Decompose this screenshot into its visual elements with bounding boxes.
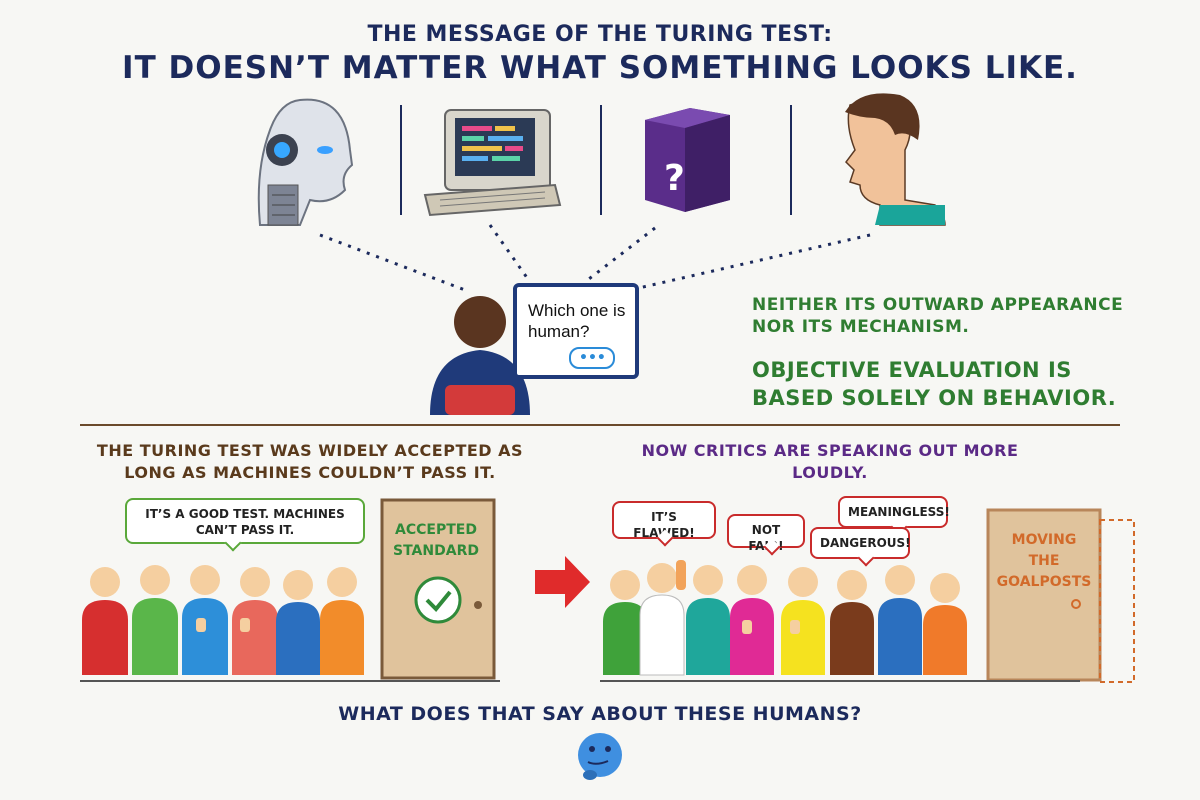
right-panel-caption: NOW CRITICS ARE SPEAKING OUT MORE LOUDLY… — [641, 441, 1019, 482]
robot-icon — [257, 98, 354, 226]
screen-question: Which one is human? — [528, 301, 626, 341]
right-crowd — [603, 560, 967, 676]
dangerous-speech: DANGEROUS! — [810, 527, 911, 559]
ground-line-left — [80, 680, 500, 682]
good-test-speech: IT’S A GOOD TEST. MACHINES CAN’T PASS IT… — [125, 498, 365, 544]
human-face-icon — [845, 93, 946, 226]
accepted-door — [380, 498, 496, 680]
moving-door — [986, 508, 1135, 683]
evaluator-figure — [430, 296, 530, 415]
ground-line-right — [600, 680, 1080, 682]
accepted-standard-label: ACCEPTED STANDARD — [393, 522, 479, 559]
monitor: ••• — [513, 283, 639, 379]
svg-text:•••: ••• — [579, 350, 606, 366]
retro-computer-icon — [423, 109, 562, 217]
title-line-1: THE MESSAGE OF THE TURING TEST: — [367, 22, 833, 47]
appearance-note: NEITHER ITS OUTWARD APPEARANCE NOR ITS M… — [752, 295, 1124, 337]
svg-text:?: ? — [664, 158, 685, 199]
behavior-note: OBJECTIVE EVALUATION IS BASED SOLELY ON … — [752, 358, 1117, 410]
moving-goalposts-label: MOVING THE GOALPOSTS — [996, 532, 1092, 590]
title-line-2: IT DOESN’T MATTER WHAT SOMETHING LOOKS L… — [122, 50, 1078, 86]
left-panel-caption: THE TURING TEST WAS WIDELY ACCEPTED AS L… — [96, 441, 524, 482]
question-box-icon: ? — [645, 108, 730, 212]
flawed-speech: IT’S FLAWED! — [612, 501, 716, 540]
meaningless-speech: MEANINGLESS! — [838, 496, 950, 528]
not-fair-speech: NOT FAIR! — [727, 514, 805, 553]
divider-2 — [600, 105, 602, 215]
bottom-question: WHAT DOES THAT SAY ABOUT THESE HUMANS? — [338, 703, 862, 725]
thinking-emoji-icon — [578, 733, 622, 780]
arrow-icon — [535, 556, 590, 608]
divider-1 — [400, 105, 402, 215]
connection-lines — [319, 224, 871, 292]
left-crowd — [82, 565, 364, 675]
divider-3 — [790, 105, 792, 215]
section-divider — [80, 424, 1120, 426]
